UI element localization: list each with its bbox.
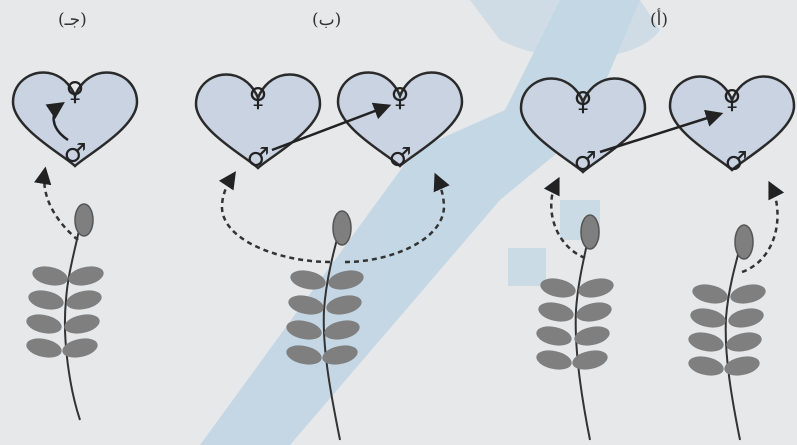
female-symbol-left: ♀ bbox=[573, 87, 592, 117]
plant-left bbox=[535, 215, 616, 440]
female-symbol-left: ♀ bbox=[248, 83, 267, 113]
flower-spike bbox=[75, 204, 93, 236]
flower-spike bbox=[333, 211, 351, 245]
flower-spike bbox=[735, 225, 753, 259]
panel-label-alif: (أ) bbox=[650, 10, 668, 30]
dashed-arrow bbox=[44, 170, 78, 240]
female-symbol-right: ♀ bbox=[722, 85, 741, 115]
flower-spike bbox=[581, 215, 599, 249]
panel-alif: ♀ ♂ ♀ ♂ bbox=[521, 76, 794, 440]
male-symbol-right: ♂ bbox=[724, 147, 747, 177]
panel-label-jim: (جـ) bbox=[58, 10, 87, 30]
male-symbol-left: ♂ bbox=[246, 143, 269, 173]
panel-label-ba: (ب) bbox=[312, 10, 341, 30]
panel-jim: ♀ ♂ bbox=[13, 72, 137, 420]
plant bbox=[25, 204, 106, 420]
male-symbol-left: ♂ bbox=[573, 147, 596, 177]
male-symbol: ♂ bbox=[63, 139, 86, 169]
dashed-arrow-left bbox=[222, 174, 330, 262]
plant-right bbox=[687, 225, 768, 440]
female-symbol-right: ♀ bbox=[390, 83, 409, 113]
female-symbol: ♀ bbox=[65, 77, 84, 107]
male-symbol-right: ♂ bbox=[388, 143, 411, 173]
leaves bbox=[687, 281, 768, 378]
